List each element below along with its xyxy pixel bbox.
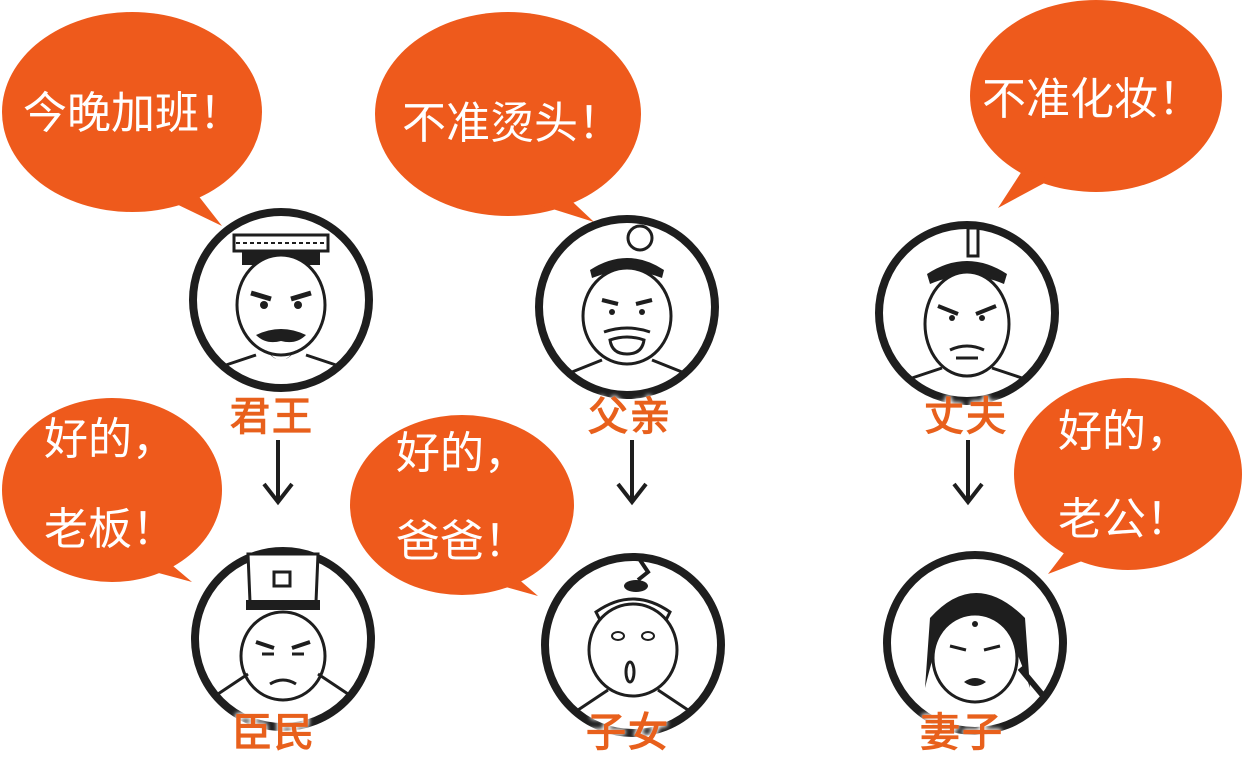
speech-king: 今晚加班！ bbox=[23, 88, 243, 139]
bubble-minister bbox=[2, 398, 222, 582]
bubble-father bbox=[375, 12, 641, 222]
father-avatar-icon bbox=[535, 215, 719, 399]
bubble-king bbox=[2, 12, 262, 226]
minister-avatar-icon bbox=[191, 547, 375, 731]
husband-avatar-icon bbox=[875, 221, 1059, 405]
role-label-father: 父亲 bbox=[588, 394, 672, 440]
speech-wife-line1: 好的， bbox=[1058, 406, 1190, 457]
speech-wife-line2: 老公！ bbox=[1058, 494, 1190, 545]
role-label-king: 君王 bbox=[230, 394, 314, 440]
down-arrow-icon bbox=[952, 440, 984, 506]
down-arrow-icon bbox=[262, 440, 294, 506]
role-label-child: 子女 bbox=[586, 710, 670, 756]
bubble-husband bbox=[970, 0, 1222, 208]
child-avatar-icon bbox=[541, 553, 725, 737]
role-label-husband: 丈夫 bbox=[924, 394, 1008, 440]
bubble-child bbox=[350, 415, 574, 596]
speech-child-line2: 爸爸！ bbox=[396, 516, 528, 567]
speech-child-line1: 好的， bbox=[396, 428, 528, 479]
wife-avatar-icon bbox=[883, 551, 1067, 735]
bubble-wife bbox=[1014, 378, 1242, 574]
king-avatar-icon bbox=[189, 208, 373, 392]
speech-minister-line1: 好的， bbox=[44, 414, 176, 465]
down-arrow-icon bbox=[616, 440, 648, 506]
speech-minister-line2: 老板！ bbox=[44, 504, 176, 555]
role-label-wife: 妻子 bbox=[920, 710, 1004, 756]
speech-father: 不准烫头！ bbox=[402, 98, 622, 149]
role-label-minister: 臣民 bbox=[232, 710, 316, 756]
speech-husband: 不准化妆！ bbox=[982, 74, 1202, 125]
